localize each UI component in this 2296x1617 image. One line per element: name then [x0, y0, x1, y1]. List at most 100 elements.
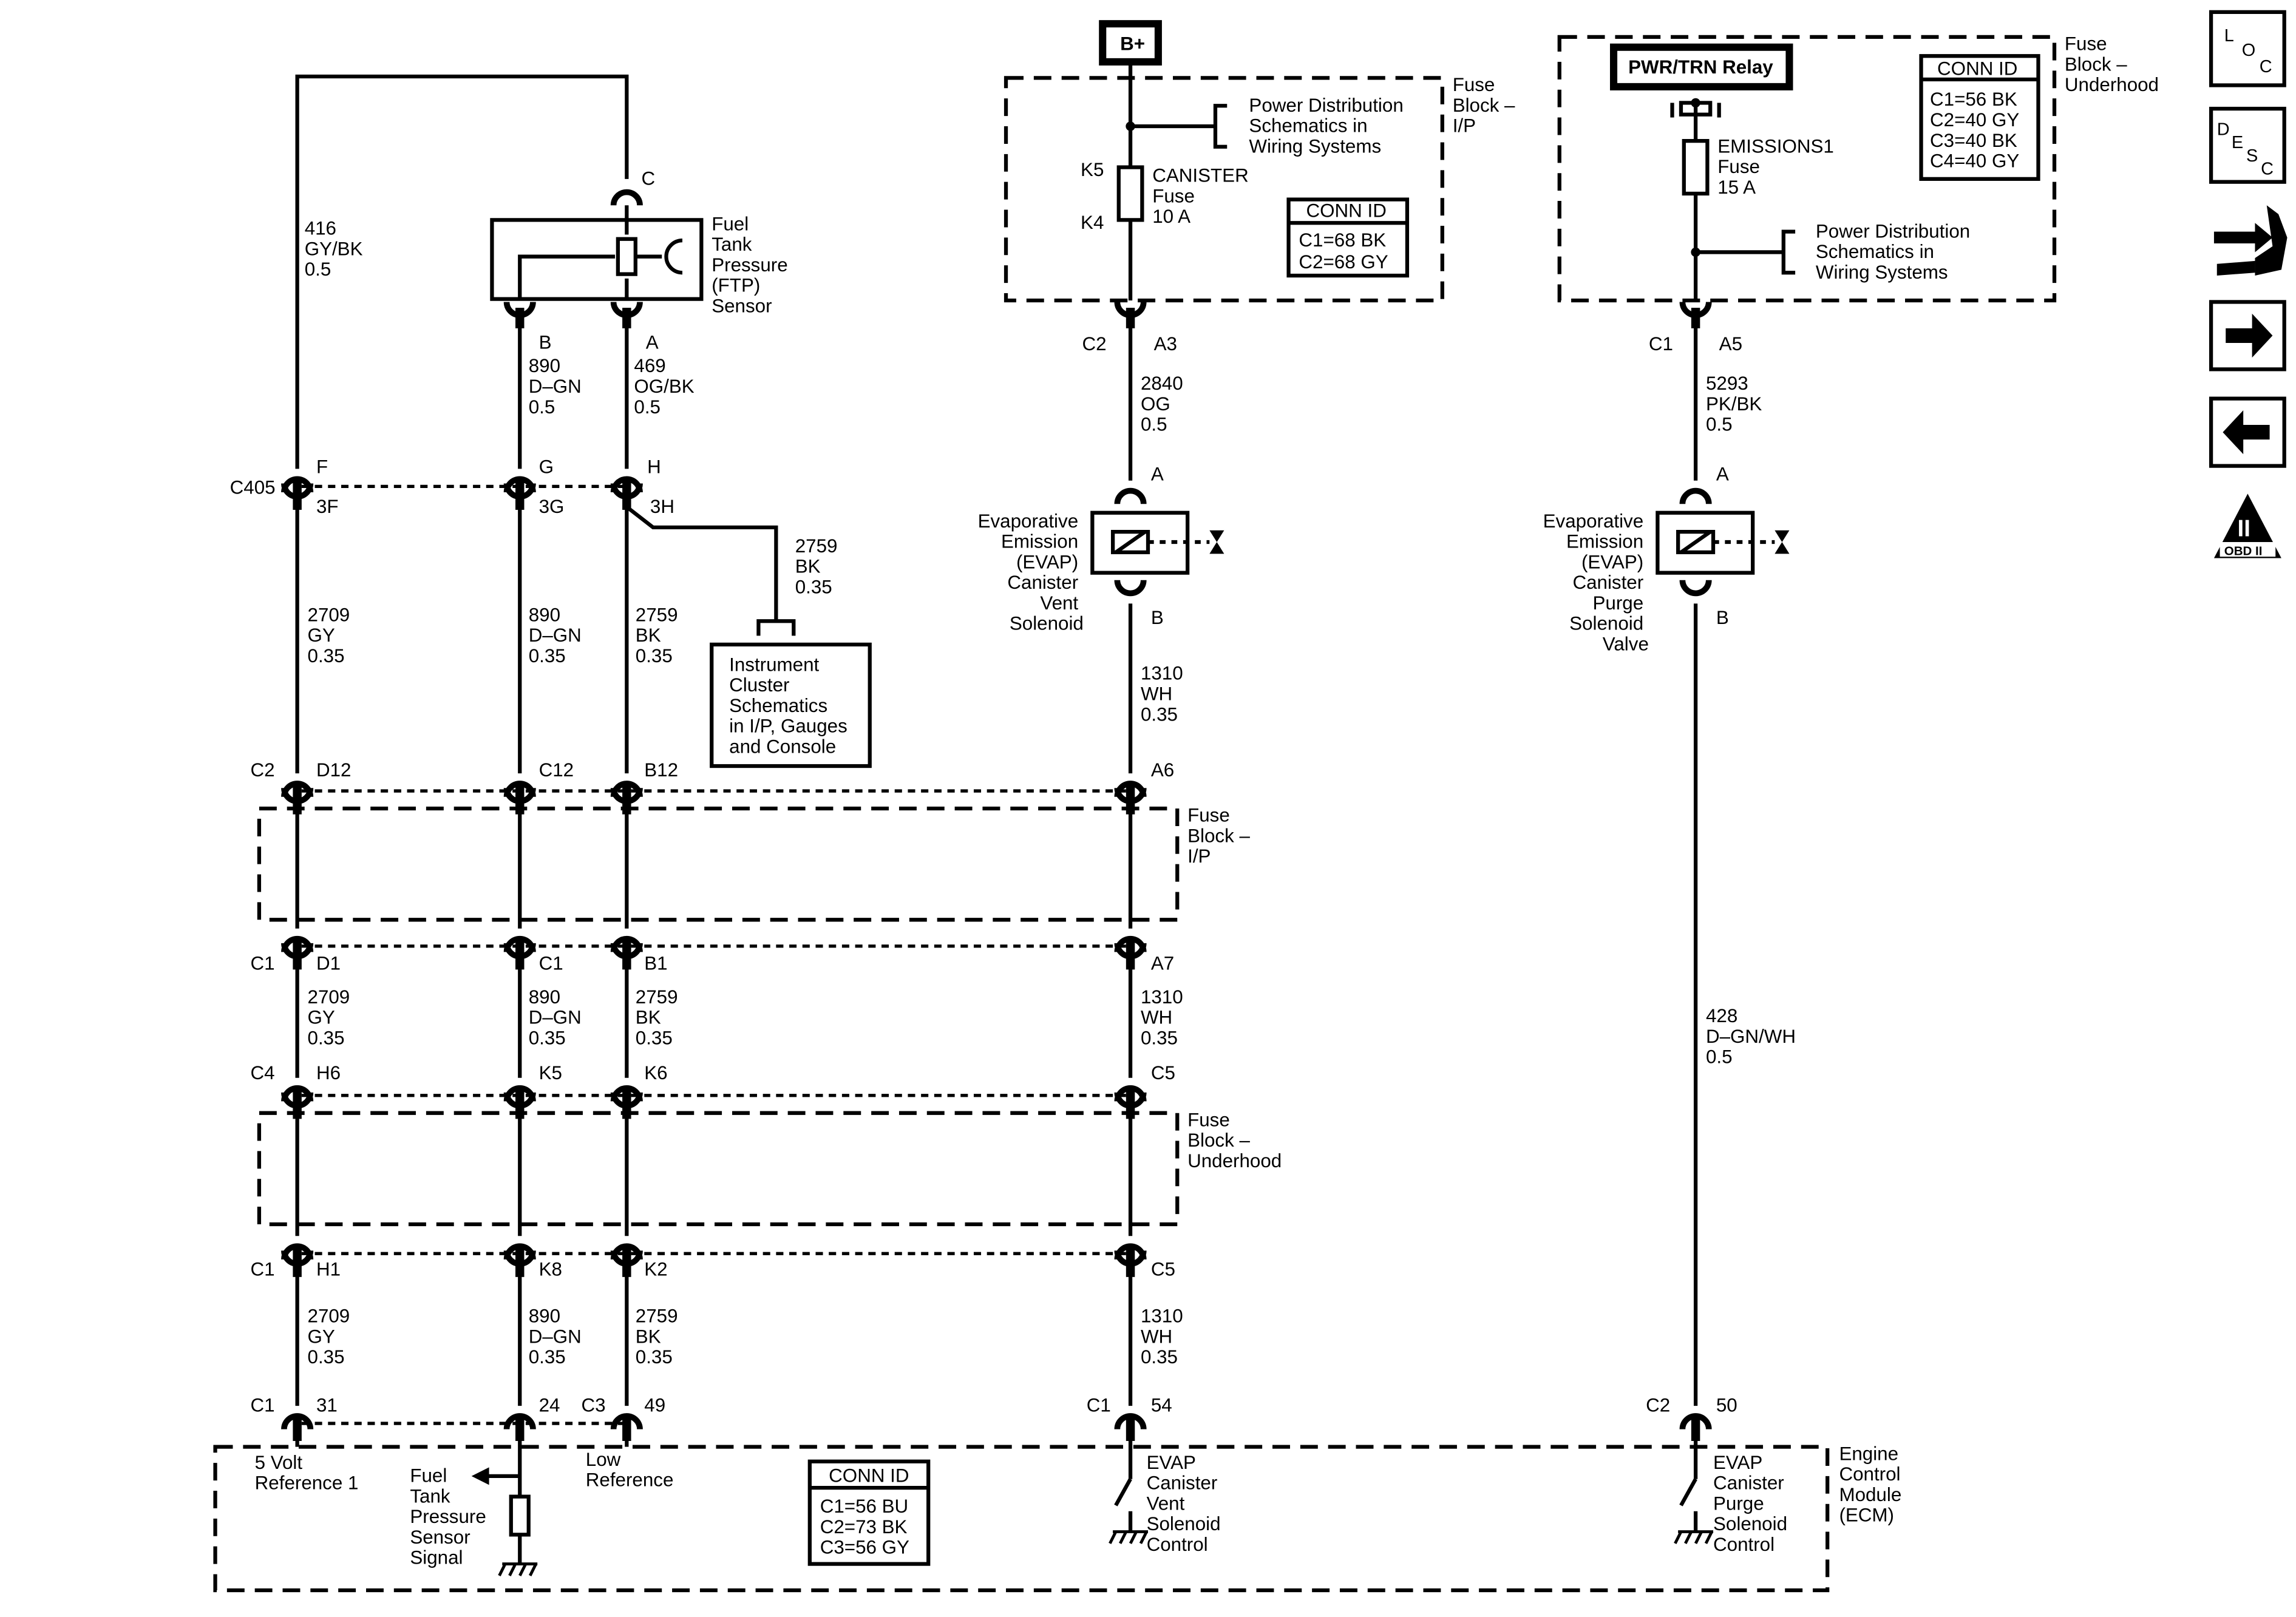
- ecm-conn-c3: C3: [582, 1395, 606, 1416]
- fuse-block-ip-mid-label: Fuse Block – I/P: [1187, 805, 1255, 867]
- ecm-conn-c1-right: C1: [1087, 1395, 1111, 1416]
- c405-pin-h: H: [647, 456, 661, 478]
- ecm-purge-control-label: EVAP Canister Purge Solenoid Control: [1713, 1452, 1793, 1555]
- ecm-conn-c1-left: C1: [250, 1395, 274, 1416]
- fuse-block-underhood-top-label: Fuse Block – Underhood: [2065, 33, 2159, 96]
- c405-pin-3h: 3H: [650, 496, 674, 517]
- fb-ip-c1-pin: C1: [539, 952, 563, 974]
- svg-text:D: D: [2217, 120, 2230, 139]
- fuse-block-underhood-top-outline: [1557, 35, 2057, 303]
- fuse-block-ip-top-outline: [1004, 76, 1444, 303]
- fb-ip-b12: B12: [644, 759, 678, 781]
- c405-pin-3f: 3F: [316, 496, 339, 517]
- connector-repair-icon[interactable]: [2213, 205, 2288, 276]
- ecm-module-label: Engine Control Module (ECM): [1839, 1443, 1907, 1525]
- wire-2759-mid-label: 2759 BK 0.35: [636, 604, 683, 666]
- emissions-fuse-symbol: [1682, 138, 1710, 196]
- ecm-pin-24: 24: [539, 1395, 560, 1416]
- vent-pin-a: A: [1151, 464, 1164, 485]
- wires: [295, 61, 1796, 1564]
- wire-890-bottom-label: 890 D–GN 0.35: [529, 1306, 587, 1368]
- conn-id-ip-text: CONN ID C1=68 BK C2=68 GY: [1299, 200, 1391, 273]
- sensor-pin-b: B: [539, 332, 552, 353]
- ftp-signal-resistor: [509, 1494, 531, 1537]
- conn-id-ecm-box: [807, 1459, 931, 1566]
- ecm-pin-49: 49: [644, 1395, 665, 1416]
- ecm-low-reference-label: Low Reference: [586, 1449, 674, 1491]
- wire-428-label: 428 D–GN/WH 0.5: [1706, 1005, 1801, 1068]
- wire-1310-ip-label: 1310 WH 0.35: [1141, 986, 1188, 1049]
- wire-1310-bottom-label: 1310 WH 0.35: [1141, 1306, 1188, 1368]
- fb-uh-h1: H1: [316, 1258, 341, 1280]
- wire-5293-label: 5293 PK/BK 0.5: [1706, 373, 1767, 435]
- wire-890-label: 890 D–GN 0.5: [529, 355, 587, 418]
- wire-2759-branch-label: 2759 BK 0.35: [795, 535, 843, 598]
- wire-2840-label: 2840 OG 0.5: [1141, 373, 1188, 435]
- purge-pin-b: B: [1716, 607, 1729, 628]
- vent-pin-a3: A3: [1154, 333, 1177, 354]
- svg-text:L: L: [2224, 26, 2234, 46]
- fuse-pin-k4: K4: [1081, 212, 1104, 233]
- wire-2759-ip-label: 2759 BK 0.35: [636, 986, 683, 1049]
- ftp-sensor-label: Fuel Tank Pressure (FTP) Sensor: [712, 213, 793, 316]
- conn-id-underhood-box: [1919, 54, 2040, 181]
- fuse-block-underhood-mid-outline: [257, 1111, 1180, 1227]
- svg-text:E: E: [2232, 133, 2243, 152]
- b-plus-label: B+: [1120, 33, 1145, 55]
- vent-pin-b: B: [1151, 607, 1164, 628]
- wire-2709-ip-label: 2709 GY 0.35: [308, 986, 355, 1049]
- wire-1310-top-label: 1310 WH 0.35: [1141, 663, 1188, 725]
- power-distribution-ref-2: Power Distribution Schematics in Wiring …: [1816, 220, 1975, 283]
- purge-conn-c1: C1: [1649, 333, 1673, 354]
- fb-uh-k6: K6: [644, 1062, 667, 1083]
- ecm-conn-c2: C2: [1646, 1395, 1670, 1416]
- ftp-sensor-element: [616, 237, 637, 276]
- previous-page-button[interactable]: [2223, 410, 2270, 455]
- svg-text:C: C: [2260, 57, 2272, 76]
- arrow-right-icon: [2226, 313, 2273, 358]
- ecm-pin-50: 50: [1716, 1395, 1737, 1416]
- desc-button[interactable]: D E S C: [2217, 120, 2274, 178]
- wire-890-ip-label: 890 D–GN 0.35: [529, 986, 587, 1049]
- next-page-button[interactable]: [2226, 313, 2273, 358]
- svg-text:O: O: [2242, 41, 2256, 60]
- wire-416-label: 416 GY/BK 0.5: [305, 218, 369, 280]
- c405-pin-3g: 3G: [539, 496, 565, 517]
- cluster-box: [710, 642, 872, 768]
- sensor-pin-c: C: [641, 168, 655, 189]
- canister-fuse-label: CANISTER Fuse 10 A: [1152, 165, 1254, 228]
- fb-ip-d12: D12: [316, 759, 352, 781]
- svg-text:S: S: [2246, 146, 2258, 166]
- fb-ip-a6: A6: [1151, 759, 1174, 781]
- wire-890-mid-label: 890 D–GN 0.35: [529, 604, 587, 666]
- loc-button[interactable]: L O C: [2224, 26, 2272, 76]
- fb-ip-c1: C1: [250, 952, 274, 974]
- wire-2709-mid-label: 2709 GY 0.35: [308, 604, 355, 666]
- emissions-fuse-label: EMISSIONS1 Fuse 15 A: [1717, 135, 1839, 198]
- wire-2709-bottom-label: 2709 GY 0.35: [308, 1306, 355, 1368]
- fb-ip-c12: C12: [539, 759, 574, 781]
- fb-uh-c5-top: C5: [1151, 1062, 1175, 1083]
- purge-pin-a5: A5: [1719, 333, 1742, 354]
- vent-conn-c2: C2: [1082, 333, 1106, 354]
- instrument-cluster-label: Instrument Cluster Schematics in I/P, Ga…: [729, 654, 852, 757]
- b-plus-box: [1099, 20, 1162, 66]
- ecm-outline: [213, 1445, 1830, 1593]
- fuse-block-ip-mid-outline: [257, 806, 1180, 922]
- wire-2759-bottom-label: 2759 BK 0.35: [636, 1306, 683, 1368]
- wire-469-label: 469 OG/BK 0.5: [634, 355, 699, 418]
- svg-text:II: II: [2238, 515, 2250, 541]
- ftp-sensor-box: [490, 218, 704, 301]
- c405-label: C405: [230, 476, 276, 498]
- obd-ii-icon[interactable]: II OBD II: [2213, 493, 2281, 558]
- ecm-pin-31: 31: [316, 1395, 338, 1416]
- conn-id-underhood-text: CONN ID C1=56 BK C2=40 GY C3=40 BK C4=40…: [1930, 58, 2025, 172]
- fb-uh-c5-bottom: C5: [1151, 1258, 1175, 1280]
- arrow-left-icon: [2223, 410, 2270, 455]
- sensor-pin-a: A: [646, 332, 659, 353]
- fuse-pin-k5: K5: [1081, 159, 1104, 180]
- evap-purge-solenoid-label: Evaporative Emission (EVAP) Canister Pur…: [1543, 510, 1649, 655]
- conn-id-ecm-text: CONN ID C1=56 BU C2=73 BK C3=56 GY: [820, 1465, 915, 1558]
- fb-uh-c1: C1: [250, 1258, 274, 1280]
